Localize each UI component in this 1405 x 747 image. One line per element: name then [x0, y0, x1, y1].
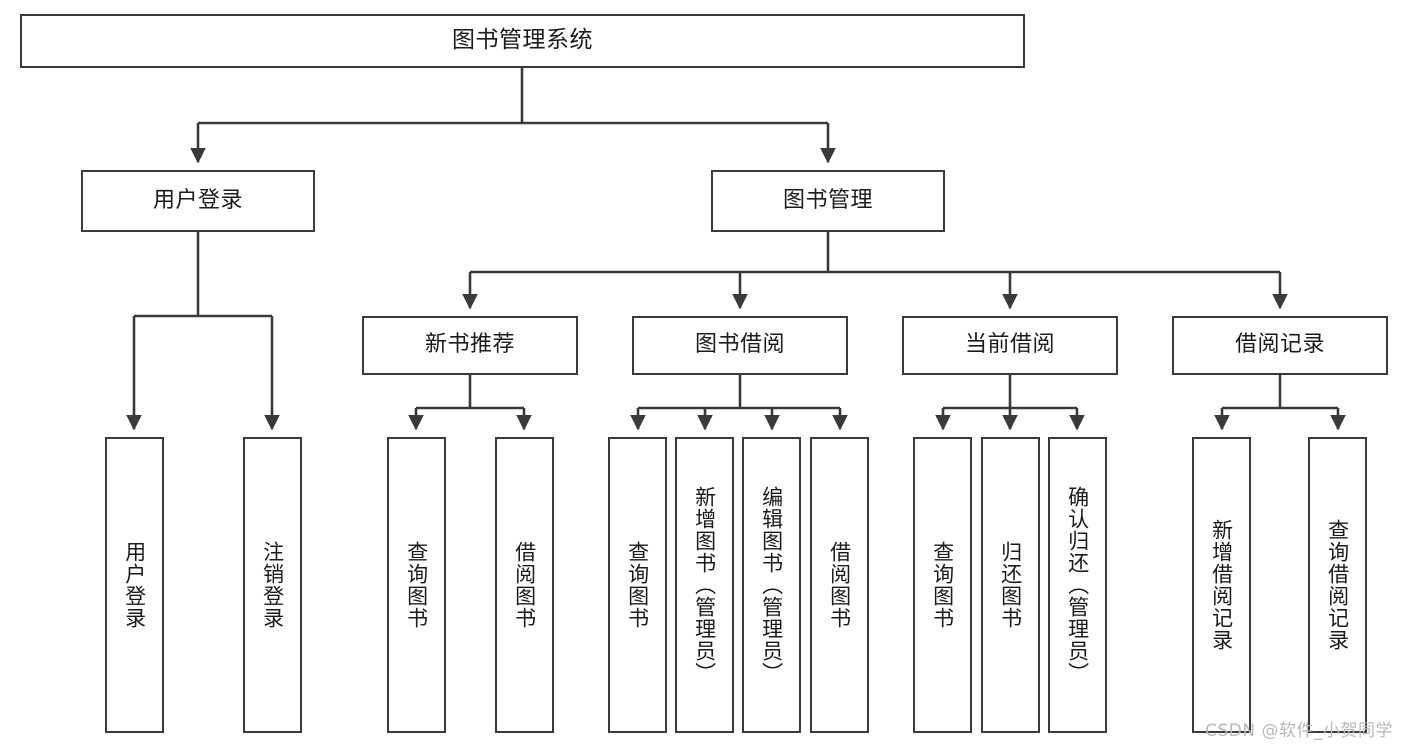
node-leaf-record-query[interactable]: 查询借阅记录	[1308, 437, 1367, 733]
node-leaf-record-add[interactable]: 新增借阅记录	[1192, 437, 1251, 733]
node-leaf-record-query-label: 查询借阅记录	[1325, 519, 1350, 651]
node-leaf-borrow-query-book[interactable]: 查询图书	[608, 437, 667, 733]
node-root-label: 图书管理系统	[452, 27, 593, 54]
node-leaf-rec-query-book-label: 查询图书	[404, 541, 429, 629]
node-leaf-borrow-add-book[interactable]: 新增图书（管理员）	[675, 437, 734, 733]
node-book-manage-label: 图书管理	[782, 187, 873, 213]
node-leaf-borrow-edit-book[interactable]: 编辑图书（管理员）	[742, 437, 801, 733]
node-leaf-borrow-lend-book[interactable]: 借阅图书	[810, 437, 869, 733]
node-leaf-record-add-label: 新增借阅记录	[1209, 519, 1234, 651]
node-leaf-borrow-add-book-label: 新增图书（管理员）	[692, 486, 717, 684]
node-leaf-rec-borrow-book-label: 借阅图书	[512, 541, 537, 629]
node-current-borrow-label: 当前借阅	[964, 332, 1055, 358]
node-leaf-user-logout-label: 注销登录	[260, 541, 285, 629]
node-borrow-record-label: 借阅记录	[1234, 332, 1325, 358]
node-leaf-current-return-book[interactable]: 归还图书	[981, 437, 1040, 733]
node-leaf-current-confirm-return[interactable]: 确认归还（管理员）	[1048, 437, 1107, 733]
node-borrow-record[interactable]: 借阅记录	[1172, 316, 1388, 375]
node-new-book-rec-label: 新书推荐	[424, 332, 515, 358]
node-leaf-borrow-edit-book-label: 编辑图书（管理员）	[759, 486, 784, 684]
node-leaf-current-return-book-label: 归还图书	[998, 541, 1023, 629]
node-book-borrow-label: 图书借阅	[694, 332, 785, 358]
node-leaf-rec-borrow-book[interactable]: 借阅图书	[495, 437, 554, 733]
node-root[interactable]: 图书管理系统	[20, 14, 1025, 68]
node-leaf-rec-query-book[interactable]: 查询图书	[387, 437, 446, 733]
node-user-login-label: 用户登录	[152, 187, 243, 213]
node-book-manage[interactable]: 图书管理	[711, 170, 945, 232]
node-leaf-user-login-label: 用户登录	[122, 541, 147, 629]
node-new-book-rec[interactable]: 新书推荐	[362, 316, 578, 375]
node-leaf-borrow-lend-book-label: 借阅图书	[827, 541, 852, 629]
node-leaf-borrow-query-book-label: 查询图书	[625, 541, 650, 629]
node-leaf-user-logout[interactable]: 注销登录	[243, 437, 302, 733]
node-leaf-current-query-book-label: 查询图书	[930, 541, 955, 629]
node-book-borrow[interactable]: 图书借阅	[632, 316, 848, 375]
watermark: CSDN @软件_小贺同学	[1205, 721, 1393, 741]
node-leaf-current-confirm-return-label: 确认归还（管理员）	[1065, 486, 1090, 684]
node-leaf-current-query-book[interactable]: 查询图书	[913, 437, 972, 733]
node-user-login[interactable]: 用户登录	[81, 170, 315, 232]
node-current-borrow[interactable]: 当前借阅	[902, 316, 1118, 375]
node-leaf-user-login[interactable]: 用户登录	[105, 437, 164, 733]
